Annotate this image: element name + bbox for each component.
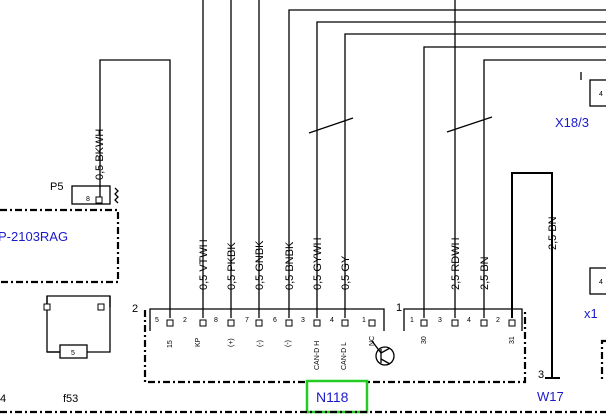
- label-rdwh: 2,5 RDWH: [450, 237, 462, 290]
- pin-number: 3: [301, 317, 305, 324]
- right-module-outline: [600, 339, 606, 382]
- twist-mark-power: [446, 116, 493, 133]
- p5-spring: [114, 187, 119, 204]
- wire-bn-top: [483, 59, 606, 318]
- wire-bnbk: [288, 9, 606, 318]
- pin-number: 5: [155, 317, 159, 324]
- left-module: P-2103RAG P5 8 5 f53 4: [0, 181, 120, 405]
- x18-pin: 4: [599, 91, 603, 98]
- pin-number: 7: [245, 317, 249, 324]
- pin-function: (-): [285, 340, 292, 347]
- pin-socket: [508, 319, 516, 327]
- pin-number: 2: [183, 317, 187, 324]
- transistor-emitter: [380, 358, 391, 365]
- x1-label[interactable]: x1: [584, 306, 598, 321]
- twist-mark-can: [308, 117, 354, 134]
- transistor-circle: [375, 346, 395, 366]
- wire-bkwh: [99, 59, 171, 318]
- top-wires: [99, 0, 606, 378]
- label-pkbk: 0,5 PKBK: [226, 242, 238, 290]
- fuse-value: 5: [71, 350, 75, 357]
- pin-function: KP: [195, 337, 202, 347]
- pin-function: 15: [167, 340, 174, 348]
- transistor-lead-in: [371, 340, 382, 354]
- left-module-outline: [0, 208, 120, 284]
- pin-function: 31: [509, 336, 516, 344]
- pin-socket: [199, 319, 207, 327]
- pin-number: 1: [362, 317, 366, 324]
- pin-socket: [255, 319, 263, 327]
- label-gy: 0,5 GY: [340, 255, 352, 290]
- transistor-collector: [380, 347, 391, 354]
- label-ground-bn: 2,5 BN: [547, 216, 559, 250]
- group-2-label: 2: [132, 303, 138, 315]
- fuse-label: f53: [63, 393, 78, 405]
- right-box: [589, 267, 606, 295]
- pin-function: CAN-D H: [314, 341, 321, 370]
- fuse-socket-2: [97, 303, 105, 311]
- main-module-label[interactable]: N118: [316, 389, 349, 405]
- transistor-symbol: [371, 340, 395, 366]
- ground-pin: 3: [538, 369, 544, 381]
- group-2-bracket: [149, 308, 385, 331]
- right-pins: 1 30 3 4 2 31: [410, 317, 516, 344]
- main-module-highlight[interactable]: [305, 379, 369, 414]
- pin-number: 3: [438, 317, 442, 324]
- right-connectors: 4 X18/3 4 x1: [555, 72, 606, 382]
- left-module-label: P-2103RAG: [0, 229, 68, 244]
- left-edge-label: 4: [0, 393, 6, 405]
- pin-number: 2: [496, 317, 500, 324]
- wire-ground: [511, 172, 553, 378]
- label-bn: 2,5 BN: [479, 256, 491, 290]
- pin-number: 8: [214, 317, 218, 324]
- wire-gy: [344, 33, 606, 318]
- main-module: 2 1 5 15 2 KP 8 (+) 7 (-) 6 (-) 3 CAN-D …: [132, 302, 527, 414]
- x18-label[interactable]: X18/3: [555, 115, 589, 130]
- p5-label: P5: [50, 181, 63, 193]
- wire-gywh: [316, 21, 606, 318]
- pin-function: 30: [421, 336, 428, 344]
- ground-label[interactable]: W17: [537, 389, 564, 404]
- pin-socket: [285, 319, 293, 327]
- right-box-pin: 4: [599, 279, 603, 286]
- fuse-socket-1: [43, 303, 51, 311]
- fuse-element: [59, 344, 88, 359]
- pin-function: (-): [257, 340, 264, 347]
- pin-function: (+): [228, 338, 235, 347]
- label-gywh: 0,5 GYWH: [312, 237, 324, 290]
- pin-socket: [227, 319, 235, 327]
- label-gnbk: 0,5 GNBK: [254, 240, 266, 290]
- group-1-bracket: [403, 308, 523, 331]
- label-bnbk: 0,5 BNBK: [284, 241, 296, 290]
- ground-point: 3 W17: [537, 369, 564, 404]
- label-bkwh: 0,5 BKWH: [94, 129, 106, 180]
- pin-socket: [313, 319, 321, 327]
- pin-socket: [368, 319, 376, 327]
- wire-labels: 0,5 BKWH 0,5 VTWH 0,5 PKBK 0,5 GNBK 0,5 …: [94, 129, 559, 290]
- pin-socket: [166, 319, 174, 327]
- pin-socket: [420, 319, 428, 327]
- pin-number: 4: [330, 317, 334, 324]
- pin-function: CAN-D L: [341, 342, 348, 370]
- p5-bracket: [71, 185, 111, 205]
- p5-pin-socket: [95, 196, 103, 204]
- pin-number: 1: [410, 317, 414, 324]
- pin-socket: [451, 319, 459, 327]
- x18-box: [589, 79, 606, 107]
- label-vtwh: 0,5 VTWH: [198, 239, 210, 290]
- pin-number: 4: [467, 317, 471, 324]
- left-pins: 5 15 2 KP 8 (+) 7 (-) 6 (-) 3 CAN-D H 4 …: [155, 317, 376, 370]
- wire-30-feed: [423, 46, 606, 318]
- pin-socket: [480, 319, 488, 327]
- pin-socket: [341, 319, 349, 327]
- group-1-label: 1: [396, 302, 402, 314]
- pin-number: 6: [273, 317, 277, 324]
- p5-pin: 8: [86, 196, 90, 203]
